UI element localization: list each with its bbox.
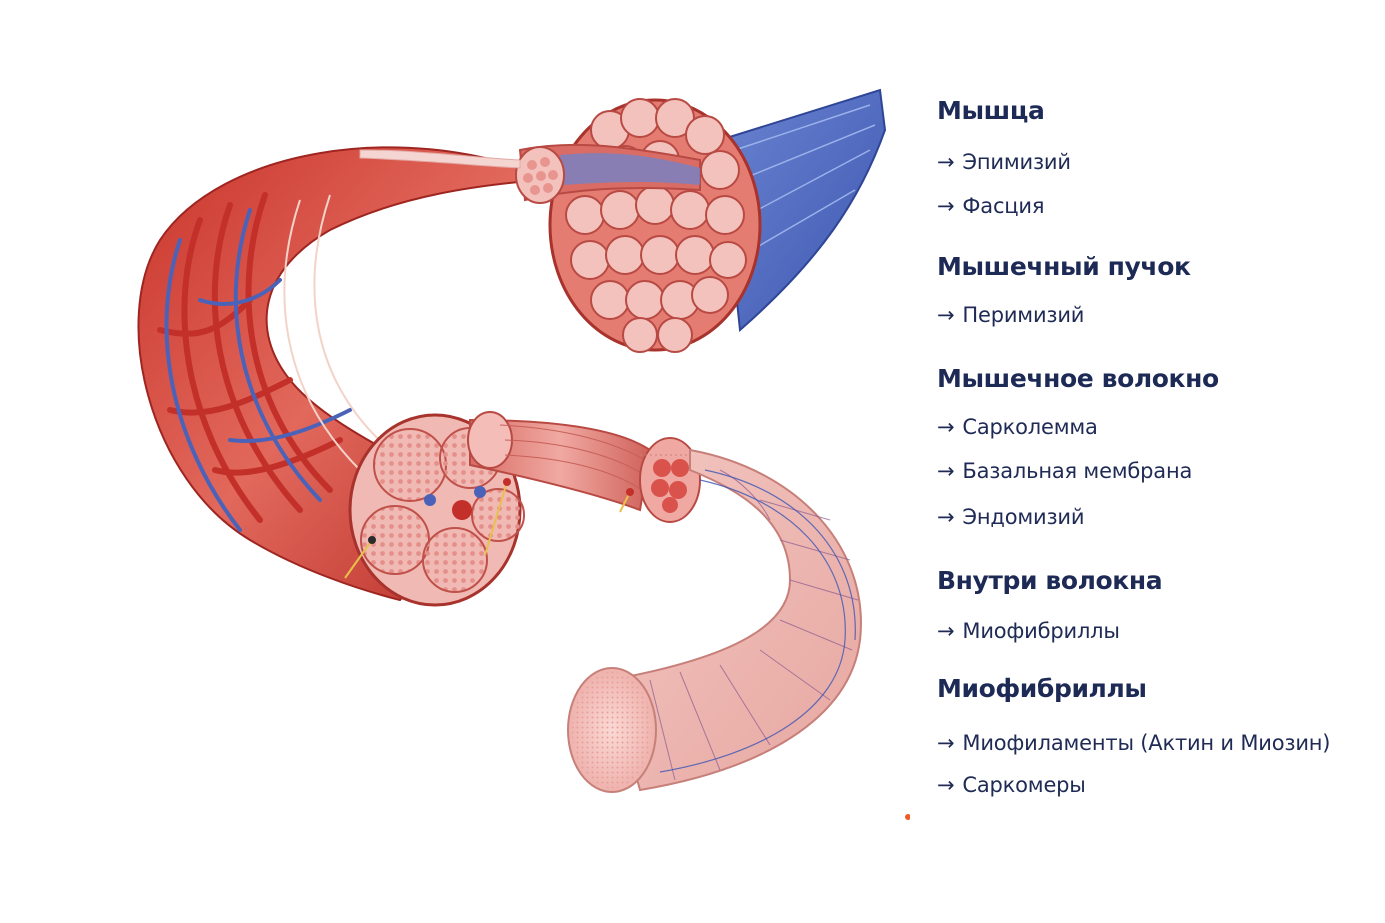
legend-item-perimysium: →Перимизий [937,303,1085,327]
myofibrils-heading: Миофибриллы [937,674,1147,703]
muscle-heading: Мышца [937,96,1045,125]
arrow-icon: → [937,415,955,439]
stray-dot [905,814,910,820]
legend-item-basal-membrane: →Базальная мембрана [937,459,1193,483]
fascicle-cross-sections [360,427,525,593]
legend-item-epimysium: →Эпимизий [937,150,1071,174]
legend-item-endomysium: →Эндомизий [937,505,1085,529]
arrow-icon: → [937,150,955,174]
fiber-heading: Мышечное волокно [937,364,1219,393]
legend-item-myofilaments: →Миофиламенты (Актин и Миозин) [937,731,1331,755]
legend-item-fascia: →Фасция [937,194,1045,218]
arrow-icon: → [937,194,955,218]
arrow-icon: → [937,505,955,529]
legend-item-myofibrils: →Миофибриллы [937,619,1120,643]
muscle-cross-section [359,88,887,353]
arrow-icon: → [937,731,955,755]
arrow-icon: → [937,773,955,797]
legend-item-sarcomeres: →Саркомеры [937,773,1086,797]
muscle-anatomy-illustration [137,88,910,820]
fascicle [467,411,701,523]
arrow-icon: → [937,619,955,643]
muscle-fiber [567,448,862,793]
legend-item-sarcolemma: →Сарколемма [937,415,1098,439]
arrow-icon: → [937,303,955,327]
fascicle-heading: Мышечный пучок [937,252,1191,281]
legend: Мышца →Эпимизий →Фасция Мышечный пучок →… [937,0,1377,923]
arrow-icon: → [937,459,955,483]
inside-fiber-heading: Внутри волокна [937,566,1163,595]
muscle-body [137,146,541,607]
